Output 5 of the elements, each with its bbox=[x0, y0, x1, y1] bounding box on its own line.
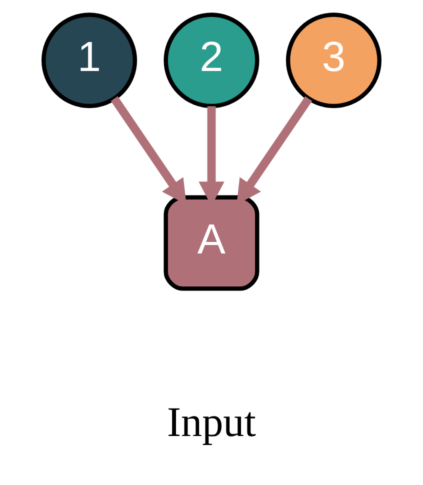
node-circle: 1 bbox=[42, 12, 138, 108]
node-circle: 3 bbox=[286, 12, 382, 108]
node-label: Input bbox=[167, 398, 256, 446]
node-box: A bbox=[164, 194, 260, 290]
node-circle: 2 bbox=[164, 12, 260, 108]
